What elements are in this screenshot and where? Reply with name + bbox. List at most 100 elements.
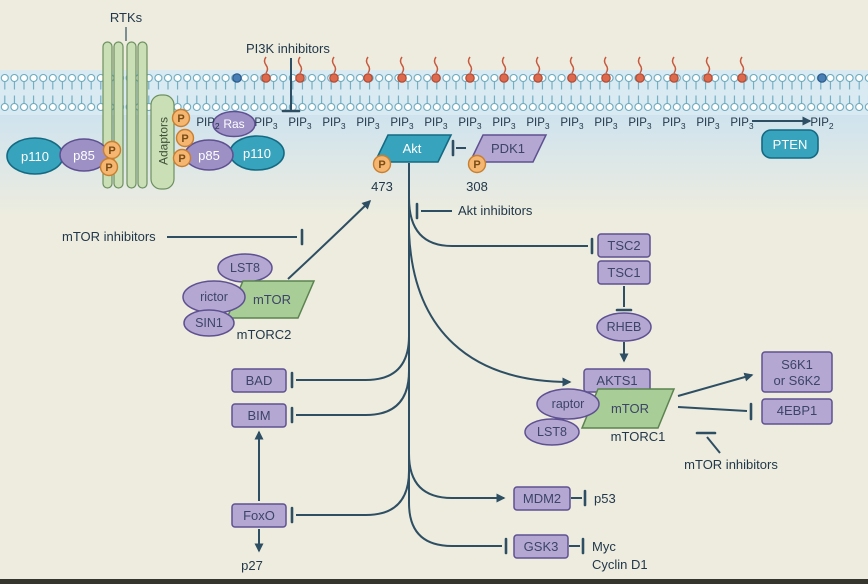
phosphate-label: P	[181, 133, 188, 145]
pip3-sub: 3	[545, 121, 550, 131]
pip3-lipid-head-icon	[669, 73, 679, 83]
pip3-base: PIP	[696, 117, 715, 129]
pip2-right-label: PIP2	[810, 117, 834, 131]
mtor-label: mTOR	[611, 401, 649, 416]
pip3-base: PIP	[526, 117, 545, 129]
pip3-label: PIP3	[254, 117, 278, 131]
akts1-label: AKTS1	[596, 373, 637, 388]
pip3-lipid-tail-icon	[263, 56, 269, 74]
sin1-label: SIN1	[195, 316, 223, 330]
pip2-sub: 2	[829, 121, 834, 131]
akt-to-bim-line	[296, 370, 410, 416]
mtor-inhibitor-right-line	[706, 436, 721, 454]
pip3-sub: 3	[409, 121, 414, 131]
pip3-base: PIP	[594, 117, 613, 129]
p53-label: p53	[594, 491, 616, 506]
phosphate-label: P	[177, 113, 184, 125]
lst8-node	[524, 418, 580, 446]
akt-to-mdm2-arrow	[408, 453, 506, 503]
tsc1-node	[597, 260, 651, 285]
pten-label: PTEN	[773, 137, 808, 152]
mtorc1-complex: AKTS1 raptor mTOR LST8 mTORC1	[524, 368, 676, 446]
pip2-left-label: PIP2	[196, 117, 220, 131]
pten-group: PTEN	[761, 129, 819, 159]
pip3-lipid-head-icon	[329, 73, 339, 83]
mdm2-label: MDM2	[523, 491, 561, 506]
myc-label: Myc	[592, 539, 616, 554]
pip3-lipid-tail-icon	[433, 56, 439, 74]
ras-node	[212, 110, 256, 138]
phosphate-icon	[99, 157, 119, 177]
mtorc1-to-4ebp1-line	[677, 406, 748, 412]
pip3-sub: 3	[613, 121, 618, 131]
rictor-label: rictor	[200, 290, 228, 304]
akt-inhibitors-label: Akt inhibitors	[458, 203, 533, 218]
pip3-lipid-head-icon	[635, 73, 645, 83]
adaptors-label: Adaptors	[157, 117, 171, 165]
pip3-label: PIP3	[526, 117, 550, 131]
pip3-base: PIP	[458, 117, 477, 129]
pip3-lipid-tail-icon	[297, 56, 303, 74]
phosphate-icon	[175, 128, 195, 148]
pip3-lipid-tail-icon	[467, 56, 473, 74]
pip3-lipid-head-icon	[295, 73, 305, 83]
phosphate-label: P	[108, 145, 115, 157]
pip3-base: PIP	[356, 117, 375, 129]
pip3-sub: 3	[647, 121, 652, 131]
tsc1-label: TSC1	[607, 265, 640, 280]
pip3-lipid-tail-icon	[739, 56, 745, 74]
akt-node	[373, 134, 453, 163]
pip3-sub: 3	[273, 121, 278, 131]
p85-label: p85	[198, 148, 220, 163]
phosphate-icon	[171, 108, 191, 128]
phosphate-label: P	[105, 162, 112, 174]
bim-label: BIM	[247, 408, 270, 423]
pip3-label: PIP3	[356, 117, 380, 131]
phosphate-label: P	[473, 159, 480, 171]
pip3-lipid-tail-icon	[637, 56, 643, 74]
pten-node	[761, 129, 819, 159]
pip-row: PIP2 PIP2	[196, 117, 834, 131]
mtorc2-to-akt-arrow	[287, 199, 372, 280]
pip2-sub: 2	[215, 121, 220, 131]
pip3-sub: 3	[307, 121, 312, 131]
mtorc2-complex-label: mTORC2	[237, 327, 292, 342]
phosphate-icon	[372, 154, 392, 174]
pip3-base: PIP	[322, 117, 341, 129]
pip3-lipid-head-icon	[363, 73, 373, 83]
lst8-label: LST8	[537, 425, 567, 439]
pip3-sub: 3	[715, 121, 720, 131]
mtor-inhibitors-left-label: mTOR inhibitors	[62, 229, 156, 244]
pdk1-node	[468, 134, 548, 163]
tsc2-node	[597, 233, 651, 258]
pip3-lipid-tail-icon	[569, 56, 575, 74]
foxo-node	[231, 503, 287, 528]
pip3-sub: 3	[443, 121, 448, 131]
phosphate-label: P	[178, 153, 185, 165]
phosphate-icon	[172, 148, 192, 168]
s6k-node	[761, 351, 833, 393]
pi3k-complex-left: p110 p85	[6, 137, 109, 175]
4ebp1-node	[761, 398, 833, 425]
pip3-lipid-head-icon	[465, 73, 475, 83]
bad-node	[231, 368, 287, 393]
tsc2-label: TSC2	[607, 238, 640, 253]
akt-targets: BAD BIM FoxO p27 MDM2 p53 GSK3 Myc Cycli…	[231, 368, 648, 573]
pip3-lipid-tail-icon	[535, 56, 541, 74]
ras-label: Ras	[223, 117, 244, 131]
pip3-base: PIP	[390, 117, 409, 129]
pip3-base: PIP	[254, 117, 273, 129]
pip3-lipid-tail-icon	[603, 56, 609, 74]
pip3-sub: 3	[749, 121, 754, 131]
akt-pdk1-group: Akt PDK1 473 308	[371, 134, 548, 194]
phosphate-label: P	[378, 159, 385, 171]
foxo-label: FoxO	[243, 508, 275, 523]
s6k-label-line2: or S6K2	[774, 373, 821, 388]
pip3-label: PIP3	[560, 117, 584, 131]
pip3-base: PIP	[492, 117, 511, 129]
mdm2-node	[513, 486, 571, 511]
